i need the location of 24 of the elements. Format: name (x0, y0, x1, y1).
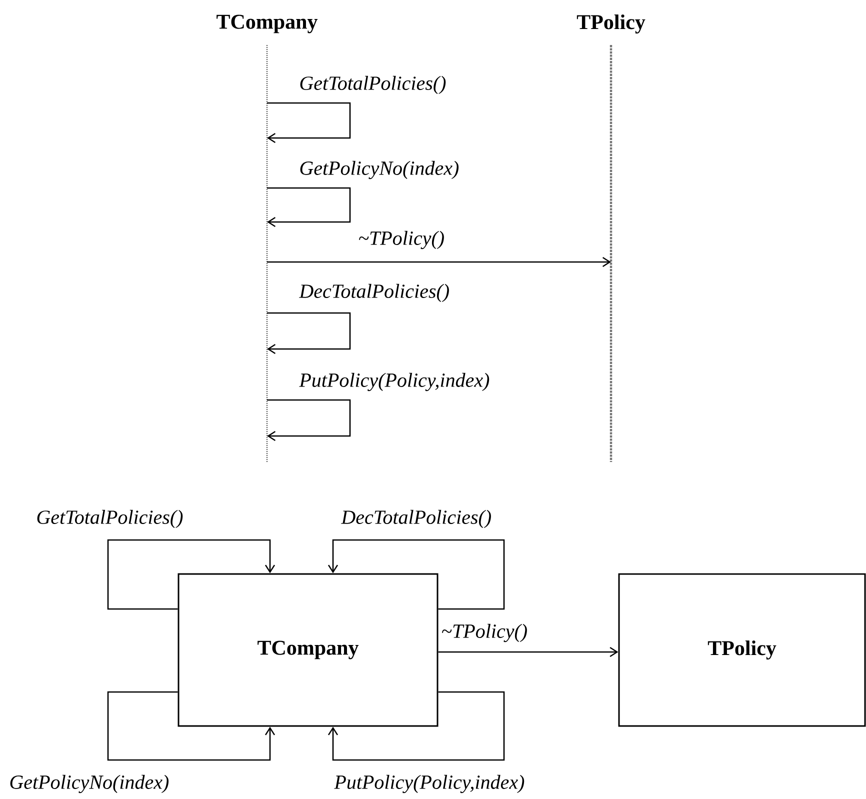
self-message-arrow (267, 187, 351, 228)
lifeline-header: TPolicy (576, 14, 646, 34)
self-message-arrow (328, 539, 505, 610)
edge-label: PutPolicy(Policy,index) (333, 774, 526, 794)
edge-label: GetTotalPolicies() (298, 74, 448, 96)
lifeline-header: TCompany (216, 14, 318, 34)
self-message-arrow (107, 539, 276, 610)
edge-label: ~TPolicy() (440, 622, 529, 644)
edge-label: PutPolicy(Policy,index) (298, 372, 491, 392)
class-box: TPolicy (618, 573, 866, 727)
edge-label: GetPolicyNo(index) (298, 160, 460, 180)
self-message-arrow (267, 399, 351, 442)
self-message-arrow (267, 102, 351, 144)
message-arrow (267, 256, 611, 268)
edge-label: DecTotalPolicies() (298, 282, 451, 304)
self-message-arrow (107, 691, 276, 761)
message-arrow (438, 646, 618, 658)
self-message-arrow (267, 312, 351, 354)
edge-label: GetPolicyNo(index) (8, 774, 170, 794)
edge-label: GetTotalPolicies() (35, 508, 184, 530)
edge-label: DecTotalPolicies() (340, 508, 493, 530)
edge-label: ~TPolicy() (357, 230, 446, 250)
self-message-arrow (328, 691, 505, 761)
class-box: TCompany (178, 573, 438, 727)
